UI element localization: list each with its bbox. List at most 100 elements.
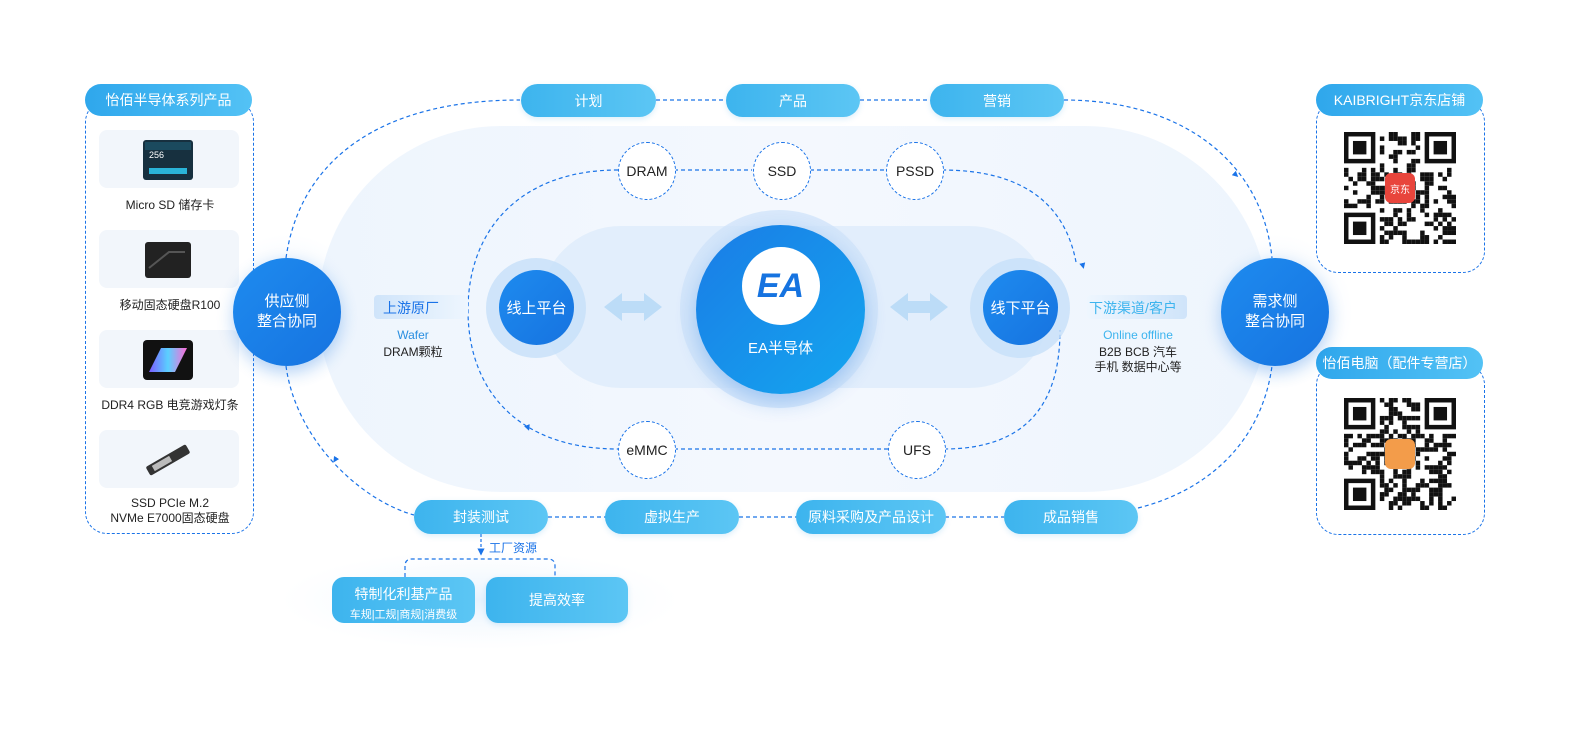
qr-module xyxy=(1384,239,1389,244)
qr-module xyxy=(1402,420,1407,425)
ring-item-emmc[interactable]: eMMC xyxy=(618,421,676,479)
store-title[interactable]: 怡佰电脑（配件专营店） xyxy=(1316,347,1483,379)
qr-module xyxy=(1406,415,1412,421)
pill-product[interactable]: 产品 xyxy=(726,84,860,117)
qr-module xyxy=(1451,230,1456,236)
ring-item-ssd[interactable]: SSD xyxy=(753,142,811,200)
demand-node-line1: 需求侧 xyxy=(1252,293,1298,310)
product-item-m2-ssd[interactable]: SSD PCIe M.2 NVMe E7000固态硬盘 xyxy=(85,430,252,530)
qr-module xyxy=(1370,172,1376,177)
online-platform-node[interactable]: 线上平台 xyxy=(499,270,574,345)
pill-plan[interactable]: 计划 xyxy=(521,84,656,117)
pill-virtual-production[interactable]: 虚拟生产 xyxy=(605,500,739,534)
qr-module xyxy=(1375,469,1380,475)
qr-module xyxy=(1411,217,1416,222)
qr-module xyxy=(1451,226,1456,231)
qr-module xyxy=(1397,208,1403,213)
product-label: Micro SD 储存卡 xyxy=(125,198,215,212)
qr-module xyxy=(1415,145,1421,150)
qr-module xyxy=(1361,167,1367,173)
qr-module xyxy=(1420,172,1425,177)
qr-module xyxy=(1438,483,1443,488)
qr-module xyxy=(1420,239,1425,244)
qr-module xyxy=(1420,235,1425,240)
qr-module xyxy=(1397,136,1403,141)
qr-module xyxy=(1406,167,1412,173)
qr-module xyxy=(1384,230,1389,236)
qr-module xyxy=(1424,185,1430,191)
qr-module xyxy=(1397,474,1403,479)
qr-module xyxy=(1433,487,1439,493)
store-qr-badge-icon xyxy=(1385,439,1415,469)
qr-module xyxy=(1442,474,1448,479)
demand-node[interactable]: 需求侧 整合协同 xyxy=(1221,258,1329,366)
qr-finder xyxy=(1352,221,1367,236)
supply-node[interactable]: 供应侧 整合协同 xyxy=(233,258,341,366)
qr-module xyxy=(1384,429,1389,434)
offline-platform-node[interactable]: 线下平台 xyxy=(983,270,1058,345)
qr-module xyxy=(1411,136,1416,141)
pill-packaging-test[interactable]: 封装测试 xyxy=(414,500,548,534)
qr-module xyxy=(1438,478,1443,484)
qr-module xyxy=(1388,433,1394,439)
qr-module xyxy=(1447,483,1452,488)
ring-item-ufs[interactable]: UFS xyxy=(888,421,946,479)
qr-module xyxy=(1411,239,1416,244)
qr-module xyxy=(1411,415,1416,421)
qr-module xyxy=(1415,429,1421,434)
ddr4-rgb-ram-icon xyxy=(143,340,193,380)
product-label: DDR4 RGB 电竞游戏灯条 xyxy=(101,398,239,412)
pill-marketing[interactable]: 营销 xyxy=(930,84,1064,117)
jd-store-title[interactable]: KAIBRIGHT京东店铺 xyxy=(1316,84,1483,116)
qr-module xyxy=(1433,217,1439,222)
qr-module xyxy=(1429,438,1434,443)
pill-material-design[interactable]: 原料采购及产品设计 xyxy=(796,500,946,534)
qr-module xyxy=(1415,447,1421,452)
qr-module xyxy=(1415,465,1421,470)
factory-resource-label: 工厂资源 xyxy=(489,541,538,555)
qr-module xyxy=(1379,474,1385,479)
pill-product-sales[interactable]: 成品销售 xyxy=(1004,500,1138,534)
supply-products-title: 怡佰半导体系列产品 xyxy=(85,84,252,116)
qr-module xyxy=(1447,433,1452,439)
jd-qr-code-icon[interactable] xyxy=(1344,132,1456,244)
qr-module xyxy=(1379,469,1385,475)
efficiency-pill[interactable]: 提高效率 xyxy=(486,577,628,623)
qr-module xyxy=(1357,172,1362,177)
qr-module xyxy=(1348,433,1353,439)
qr-module xyxy=(1366,438,1371,443)
qr-module xyxy=(1344,460,1349,466)
qr-module xyxy=(1420,230,1425,236)
special-products-pill[interactable]: 特制化利基产品 车规|工规|商规|消费级 xyxy=(332,577,475,623)
product-item-ddr4[interactable]: DDR4 RGB 电竞游戏灯条 xyxy=(85,330,252,420)
qr-module xyxy=(1438,235,1443,240)
ring-item-pssd[interactable]: PSSD xyxy=(886,142,944,200)
ring-item-dram[interactable]: DRAM xyxy=(618,142,676,200)
qr-module xyxy=(1406,402,1412,407)
qr-module xyxy=(1442,465,1448,470)
upstream-line2: DRAM颗粒 xyxy=(383,345,443,359)
qr-module xyxy=(1366,451,1371,457)
qr-module xyxy=(1433,492,1439,497)
qr-module xyxy=(1438,172,1443,177)
qr-module xyxy=(1370,190,1376,195)
product-item-microsd[interactable]: 256 Micro SD 储存卡 xyxy=(85,130,252,220)
product-item-portable-ssd[interactable]: 移动固态硬盘R100 xyxy=(85,230,252,320)
qr-module xyxy=(1384,487,1389,493)
qr-module xyxy=(1433,465,1439,470)
qr-module xyxy=(1393,474,1398,479)
qr-module xyxy=(1397,217,1403,222)
qr-module xyxy=(1447,456,1452,461)
qr-module xyxy=(1438,474,1443,479)
downstream-line3: 手机 数据中心等 xyxy=(1094,360,1182,374)
qr-module xyxy=(1424,176,1430,182)
qr-module xyxy=(1415,132,1421,137)
qr-module xyxy=(1429,433,1434,439)
qr-module xyxy=(1438,501,1443,506)
qr-module xyxy=(1411,163,1416,168)
qr-finder xyxy=(1352,406,1367,421)
qr-module xyxy=(1411,140,1416,146)
center-ea-node[interactable]: EA EA半导体 xyxy=(696,225,865,394)
special-products-title: 特制化利基产品 xyxy=(354,586,453,602)
qr-module xyxy=(1393,226,1398,231)
